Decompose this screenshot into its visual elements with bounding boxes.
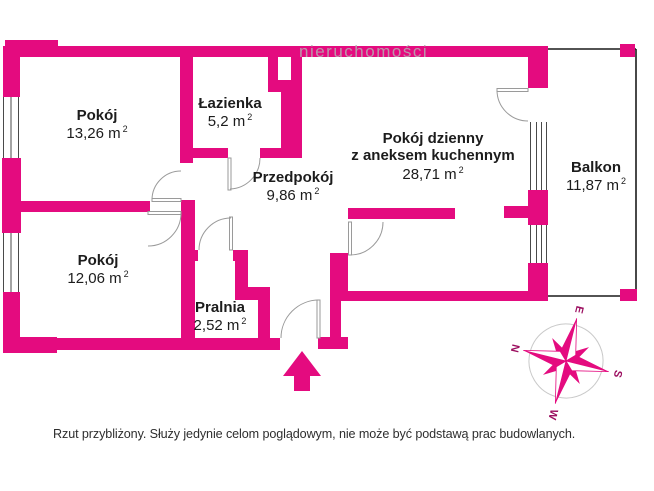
disclaimer-text: Rzut przybliżony. Służy jedynie celom po…: [53, 427, 576, 441]
wall-segment: [183, 250, 198, 261]
wall-segment: [291, 57, 302, 82]
door-arc: [229, 157, 261, 190]
wall-segment: [281, 92, 302, 150]
wall-segment: [58, 46, 548, 57]
wall-segment: [3, 337, 57, 353]
room-name: Przedpokój: [252, 169, 334, 186]
wall-segment: [620, 44, 635, 57]
compass-east-label: E: [572, 305, 585, 315]
wall-segment: [504, 206, 528, 218]
door-leaf: [151, 198, 182, 202]
wall-segment: [330, 293, 341, 340]
wall-segment: [181, 200, 195, 338]
compass-south-label: S: [611, 369, 624, 379]
door-arc: [280, 299, 320, 339]
door-leaf: [227, 157, 232, 191]
door-leaf: [348, 221, 352, 256]
walls: [2, 40, 548, 353]
door-leaf: [147, 211, 182, 215]
windows: [2, 97, 548, 292]
room-name: Pokój dzienny: [382, 130, 484, 147]
compass-rose-icon: E S W N: [508, 305, 624, 422]
wall-segment: [57, 338, 280, 350]
doors: [147, 88, 529, 339]
room-name: Balkon: [570, 159, 621, 176]
window: [529, 225, 548, 263]
door-arc: [198, 217, 232, 251]
room-name: Łazienka: [198, 95, 262, 112]
wall-segment: [21, 201, 150, 212]
door-arc: [151, 170, 182, 201]
watermark: nieruchomości: [299, 42, 429, 61]
door-arc: [496, 89, 529, 122]
window: [529, 122, 548, 190]
wall-segment: [268, 80, 302, 92]
wall-segment: [330, 291, 548, 301]
wall-segment: [528, 263, 548, 301]
wall-segment: [2, 158, 21, 233]
room-label-salon: Pokój dzienny z aneksem kuchennym 28,71 …: [351, 130, 514, 183]
wall-segment: [3, 292, 20, 340]
room-name: Pokój: [77, 252, 119, 269]
kitchen-partition: [348, 208, 455, 219]
wall-segment: [260, 148, 302, 158]
wall-segment: [258, 293, 270, 338]
wall-segment: [528, 46, 548, 88]
compass-west-label: W: [545, 408, 559, 422]
wall-segment: [528, 190, 548, 225]
door-leaf: [229, 216, 233, 251]
door-arc: [147, 212, 182, 247]
door-leaf: [316, 299, 321, 339]
door-leaf: [496, 88, 529, 92]
wall-segment: [268, 57, 278, 82]
compass-north-label: N: [508, 343, 522, 354]
room-name: Pokój: [76, 107, 118, 124]
wall-segment: [620, 289, 637, 301]
entrance-arrow-icon: [283, 351, 321, 391]
balcony-outline: [548, 44, 637, 301]
door-arc: [349, 221, 384, 256]
wall-segment: [180, 148, 228, 158]
wall-segment: [235, 250, 248, 295]
room-name: Pralnia: [194, 299, 246, 316]
wall-segment: [180, 57, 193, 163]
wall-segment: [3, 46, 20, 97]
room-name-line2: z aneksem kuchennym: [351, 147, 515, 165]
wall-segment: [330, 253, 348, 293]
